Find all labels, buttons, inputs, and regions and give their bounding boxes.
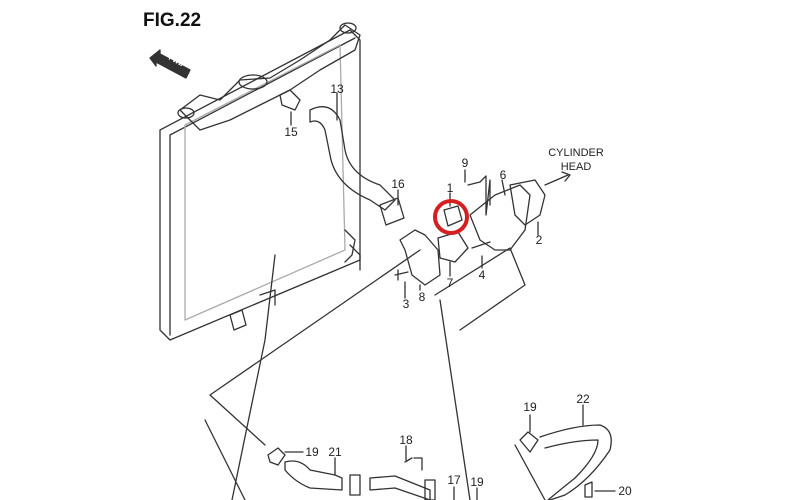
part-label-4[interactable]: 4 bbox=[478, 268, 486, 282]
housing-6 bbox=[469, 184, 531, 251]
part-label-1[interactable]: 1 bbox=[446, 181, 454, 195]
part-label-19[interactable]: 19 bbox=[305, 445, 319, 459]
destination-line1: CYLINDER bbox=[548, 147, 604, 159]
pipe-17 bbox=[369, 475, 431, 500]
thermostat-1 bbox=[443, 205, 463, 227]
clamp-19-upper bbox=[519, 431, 539, 453]
clamp-20 bbox=[584, 481, 593, 498]
hose-13 bbox=[309, 106, 396, 211]
part-label-18[interactable]: 18 bbox=[399, 433, 413, 447]
figure-title: FIG.22 bbox=[143, 10, 202, 31]
clamp-16 bbox=[379, 197, 405, 226]
radiator bbox=[159, 22, 361, 341]
gasket-2 bbox=[509, 179, 546, 226]
part-label-7[interactable]: 7 bbox=[446, 276, 454, 290]
part-label-13[interactable]: 13 bbox=[330, 82, 344, 96]
part-label-2[interactable]: 2 bbox=[535, 233, 543, 247]
part-label-9[interactable]: 9 bbox=[461, 156, 469, 170]
part-label-8[interactable]: 8 bbox=[418, 290, 426, 304]
part-label-16[interactable]: 16 bbox=[391, 177, 405, 191]
hose-22 bbox=[539, 424, 612, 500]
part-label-6[interactable]: 6 bbox=[499, 168, 507, 182]
highlight-circle bbox=[433, 199, 469, 235]
cylinder-head-label: CYLINDER HEAD bbox=[548, 146, 604, 174]
destination-line2: HEAD bbox=[560, 161, 592, 173]
gasket-7 bbox=[437, 231, 469, 263]
part-label-19[interactable]: 19 bbox=[523, 400, 537, 414]
clamp-19 bbox=[267, 447, 286, 466]
cap-8 bbox=[399, 229, 441, 286]
part-label-21[interactable]: 21 bbox=[328, 445, 342, 459]
part-label-19[interactable]: 19 bbox=[470, 475, 484, 489]
part-label-15[interactable]: 15 bbox=[284, 125, 298, 139]
part-label-3[interactable]: 3 bbox=[402, 297, 410, 311]
hose-21 bbox=[284, 460, 343, 491]
part-label-20[interactable]: 20 bbox=[618, 484, 632, 498]
fwd-arrow-icon bbox=[149, 49, 191, 79]
part-label-17[interactable]: 17 bbox=[447, 473, 461, 487]
part-label-22[interactable]: 22 bbox=[576, 392, 590, 406]
